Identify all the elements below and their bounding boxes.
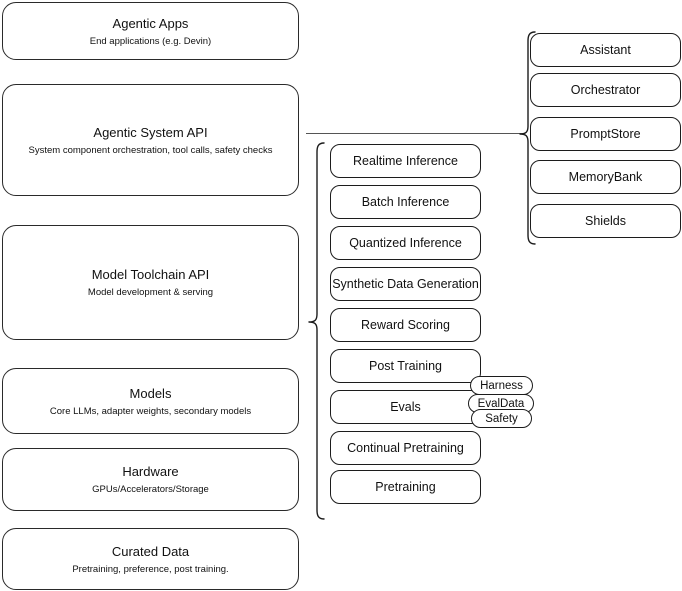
layer-models[interactable]: Models Core LLMs, adapter weights, secon… [2,368,299,434]
system-item-promptstore[interactable]: PromptStore [530,117,681,151]
layer-subtitle: System component orchestration, tool cal… [28,144,273,156]
item-label: Shields [585,214,626,228]
item-label: Batch Inference [361,195,450,209]
item-label: Assistant [580,43,631,57]
layer-model-toolchain-api[interactable]: Model Toolchain API Model development & … [2,225,299,340]
item-label: Continual Pretraining [347,441,464,455]
item-label: Realtime Inference [353,154,458,168]
layer-title: Agentic System API [93,124,208,140]
toolchain-item-reward-scoring[interactable]: Reward Scoring [330,308,481,342]
layer-agentic-apps[interactable]: Agentic Apps End applications (e.g. Devi… [2,2,299,60]
system-item-orchestrator[interactable]: Orchestrator [530,73,681,107]
toolchain-item-quantized-inference[interactable]: Quantized Inference [330,226,481,260]
layer-hardware[interactable]: Hardware GPUs/Accelerators/Storage [2,448,299,511]
system-item-memorybank[interactable]: MemoryBank [530,160,681,194]
layer-title: Agentic Apps [112,15,189,31]
evals-pill-safety[interactable]: Safety [471,409,532,428]
layer-subtitle: Pretraining, preference, post training. [72,563,229,575]
toolchain-item-synthetic-data-generation[interactable]: Synthetic Data Generation [330,267,481,301]
connector-system-api-to-components [306,133,523,134]
layer-title: Models [129,385,172,401]
layer-title: Curated Data [111,543,190,559]
item-label: Post Training [369,359,442,373]
item-label: Synthetic Data Generation [332,277,479,291]
pill-label: Harness [480,379,523,392]
toolchain-item-pretraining[interactable]: Pretraining [330,470,481,504]
layer-curated-data[interactable]: Curated Data Pretraining, preference, po… [2,528,299,590]
layer-subtitle: Model development & serving [87,287,214,298]
layer-subtitle: Core LLMs, adapter weights, secondary mo… [49,405,252,417]
item-label: Pretraining [375,480,436,494]
item-label: Reward Scoring [361,318,450,332]
layer-agentic-system-api[interactable]: Agentic System API System component orch… [2,84,299,196]
system-item-shields[interactable]: Shields [530,204,681,238]
toolchain-item-realtime-inference[interactable]: Realtime Inference [330,144,481,178]
layer-subtitle: End applications (e.g. Devin) [89,35,212,47]
layer-subtitle: GPUs/Accelerators/Storage [92,484,209,495]
toolchain-item-batch-inference[interactable]: Batch Inference [330,185,481,219]
layer-title: Model Toolchain API [91,267,210,282]
brace-system-components [519,31,536,245]
item-label: PromptStore [570,127,641,141]
toolchain-item-continual-pretraining[interactable]: Continual Pretraining [330,431,481,465]
evals-pill-harness[interactable]: Harness [470,376,533,395]
item-label: Quantized Inference [349,236,462,250]
item-label: Orchestrator [570,83,641,97]
toolchain-item-evals[interactable]: Evals [330,390,481,424]
system-item-assistant[interactable]: Assistant [530,33,681,67]
layer-title: Hardware [122,464,179,479]
item-label: Evals [390,400,421,414]
pill-label: Safety [485,412,518,425]
pill-label: EvalData [477,397,525,410]
item-label: MemoryBank [568,170,643,184]
brace-toolchain [308,142,325,520]
toolchain-item-post-training[interactable]: Post Training [330,349,481,383]
